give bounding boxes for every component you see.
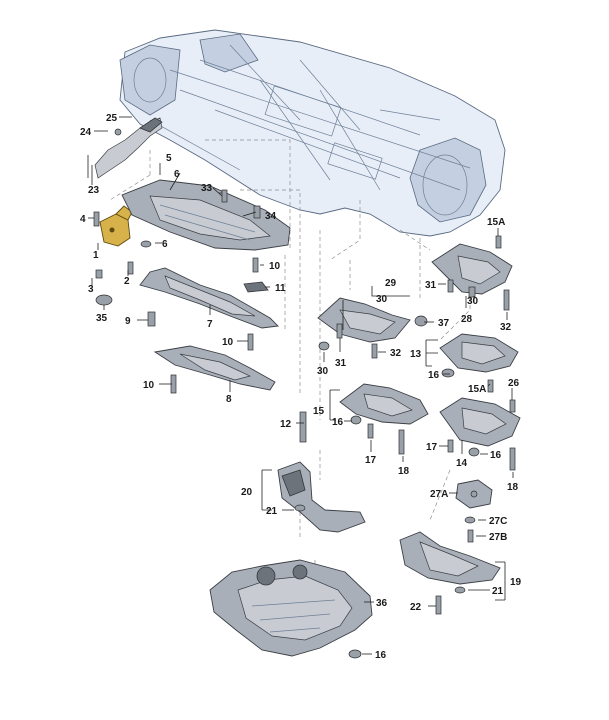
label-36: 36: [376, 598, 388, 609]
label-33: 33: [201, 183, 213, 194]
label-15a-top: 15A: [487, 217, 505, 228]
label-20: 20: [241, 487, 253, 498]
underbody-panel-15: [339, 383, 429, 425]
underbody-panel-14: [439, 397, 521, 447]
label-28: 28: [461, 314, 473, 325]
underbody-panel-8: [153, 345, 276, 391]
label-27b: 27B: [489, 532, 507, 543]
bracket-27a: [455, 479, 493, 509]
leader-lines: [87, 116, 514, 655]
label-5: 5: [166, 153, 172, 164]
label-26: 26: [508, 378, 520, 389]
label-2: 2: [124, 276, 130, 287]
label-18-b: 18: [507, 482, 519, 493]
fasteners: [93, 189, 516, 659]
callout-labels: 25 24 23 5 6 33 34 4 1 6 2 3 35 9 10 11 …: [80, 113, 522, 661]
label-23: 23: [88, 185, 100, 196]
label-25: 25: [106, 113, 118, 124]
underbody-panel-13: [439, 333, 519, 373]
label-10-b: 10: [222, 337, 234, 348]
label-16-b: 16: [332, 417, 344, 428]
label-16-c: 16: [490, 450, 502, 461]
label-16-a: 16: [428, 370, 440, 381]
label-3: 3: [88, 284, 94, 295]
label-24: 24: [80, 127, 92, 138]
underbody-panel-19: [399, 531, 501, 585]
label-27a: 27A: [430, 489, 448, 500]
underbody-panel-36: [209, 559, 373, 657]
label-32-b: 32: [500, 322, 512, 333]
label-8: 8: [226, 394, 232, 405]
underbody-panel-28: [431, 243, 513, 295]
underbody-panel-29: [317, 297, 411, 343]
vehicle-underbody: [119, 29, 506, 237]
label-27c: 27C: [489, 516, 507, 527]
label-30-b: 30: [317, 366, 329, 377]
label-21-b: 21: [492, 586, 504, 597]
label-30-a: 30: [376, 294, 388, 305]
label-37: 37: [438, 318, 450, 329]
label-9: 9: [125, 316, 131, 327]
label-6-top: 6: [174, 169, 180, 180]
bracket-part-20: [277, 461, 366, 533]
label-21-a: 21: [266, 506, 278, 517]
label-14: 14: [456, 458, 468, 469]
label-18-a: 18: [398, 466, 410, 477]
underbody-panel-5: [121, 179, 291, 251]
part-11: [243, 281, 269, 293]
label-22: 22: [410, 602, 422, 613]
label-34: 34: [265, 211, 277, 222]
label-11: 11: [275, 283, 286, 294]
underbody-panel-7: [139, 267, 279, 329]
label-15a-mid: 15A: [468, 384, 486, 395]
label-10-a: 10: [269, 261, 281, 272]
label-29: 29: [385, 278, 397, 289]
label-15: 15: [313, 406, 325, 417]
label-1: 1: [93, 250, 99, 261]
guide-lines: [109, 139, 471, 620]
bracket-part-1: [99, 205, 133, 247]
label-31-b: 31: [425, 280, 437, 291]
label-10-c: 10: [143, 380, 155, 391]
label-31-a: 31: [335, 358, 347, 369]
label-7: 7: [207, 319, 213, 330]
label-12: 12: [280, 419, 292, 430]
label-17-a: 17: [365, 455, 377, 466]
label-17-b: 17: [426, 442, 438, 453]
label-32-a: 32: [390, 348, 402, 359]
label-16-d: 16: [375, 650, 387, 661]
bracket-23: [94, 117, 163, 179]
label-35: 35: [96, 313, 108, 324]
label-19: 19: [510, 577, 522, 588]
label-4: 4: [80, 214, 86, 225]
label-13: 13: [410, 349, 422, 360]
label-6-mid: 6: [162, 239, 168, 250]
label-30-c: 30: [467, 296, 479, 307]
